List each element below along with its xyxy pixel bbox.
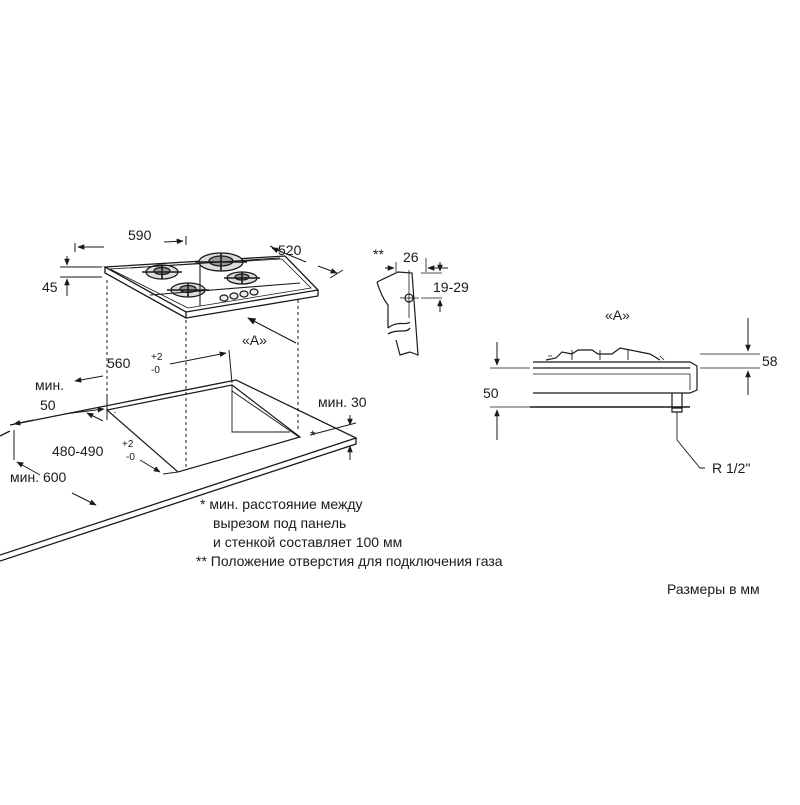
dim-min-600 xyxy=(13,430,97,506)
star-marker: * xyxy=(310,427,316,443)
note-line-4: ** Положение отверстия для подключения г… xyxy=(196,553,503,569)
min-30-label: мин. 30 xyxy=(318,394,367,410)
note-line-3: и стенкой составляет 100 мм xyxy=(213,534,403,550)
min-600-label: мин. 600 xyxy=(10,469,67,485)
side-view xyxy=(490,318,760,469)
dim-560 xyxy=(74,349,233,384)
dim-480-490-label: 480-490 xyxy=(52,443,104,459)
dim-45-label: 45 xyxy=(42,279,58,295)
dim-560-label: 560 xyxy=(107,355,131,371)
hob-drawing xyxy=(102,252,320,319)
burner-back-left xyxy=(142,264,182,280)
dim-45 xyxy=(60,256,102,296)
dim-480-490 xyxy=(86,412,179,475)
min-50-label: мин. xyxy=(35,377,64,393)
thread-label: R 1/2" xyxy=(712,460,750,476)
dim-590 xyxy=(74,236,187,252)
dim-560-tol-bottom: -0 xyxy=(151,365,160,376)
gas-detail-height: 19-29 xyxy=(433,279,469,295)
dim-520 xyxy=(269,245,344,279)
side-dim-50: 50 xyxy=(483,385,499,401)
side-dim-58: 58 xyxy=(762,353,778,369)
countertop xyxy=(0,379,358,562)
note-line-2: вырезом под панель xyxy=(213,515,347,531)
dim-520-label: 520 xyxy=(278,242,302,258)
dim-480-490-tol-top: +2 xyxy=(122,439,134,450)
burner-front-right xyxy=(224,271,260,285)
dim-480-490-tol-bottom: -0 xyxy=(126,452,135,463)
dim-min-30 xyxy=(309,415,357,460)
cutout xyxy=(105,384,302,473)
view-a-arrow xyxy=(247,317,297,344)
gas-detail-width: 26 xyxy=(403,249,419,265)
min-50-value: 50 xyxy=(40,397,56,413)
gas-detail-marker: ** xyxy=(373,246,384,262)
note-line-1: * мин. расстояние между xyxy=(200,496,363,512)
dim-560-tol-top: +2 xyxy=(151,352,163,363)
view-a-label: «A» xyxy=(242,332,267,348)
gas-connection-detail xyxy=(376,258,448,356)
dim-590-label: 590 xyxy=(128,227,152,243)
side-view-title: «A» xyxy=(605,307,630,323)
dim-min-50 xyxy=(13,395,108,426)
control-knobs xyxy=(219,288,259,302)
burner-back-right xyxy=(195,252,247,272)
units-note: Размеры в мм xyxy=(667,581,760,597)
